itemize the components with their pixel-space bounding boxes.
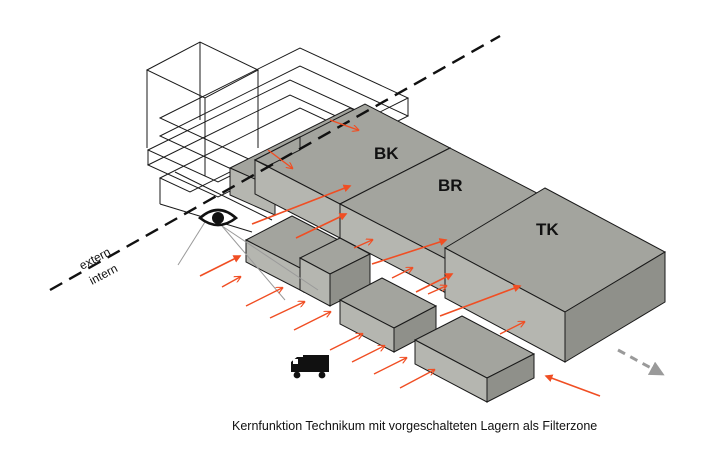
boundary-line — [49, 34, 501, 292]
storage-block-3 — [338, 277, 438, 353]
eye-icon — [197, 208, 239, 227]
sight-lines — [177, 221, 319, 301]
outbound-arrow — [617, 348, 665, 376]
label-bk: BK — [374, 144, 399, 163]
caption: Kernfunktion Technikum mit vorgeschaltet… — [232, 419, 597, 433]
truck-icon — [291, 355, 329, 379]
block-tk — [443, 187, 667, 363]
storage-block-4 — [413, 315, 536, 403]
label-br: BR — [438, 176, 463, 195]
label-tk: TK — [536, 220, 559, 239]
storage-block-2 — [298, 237, 372, 307]
flow-arrows-solid — [199, 184, 601, 397]
flow-arrows-open — [221, 119, 524, 389]
